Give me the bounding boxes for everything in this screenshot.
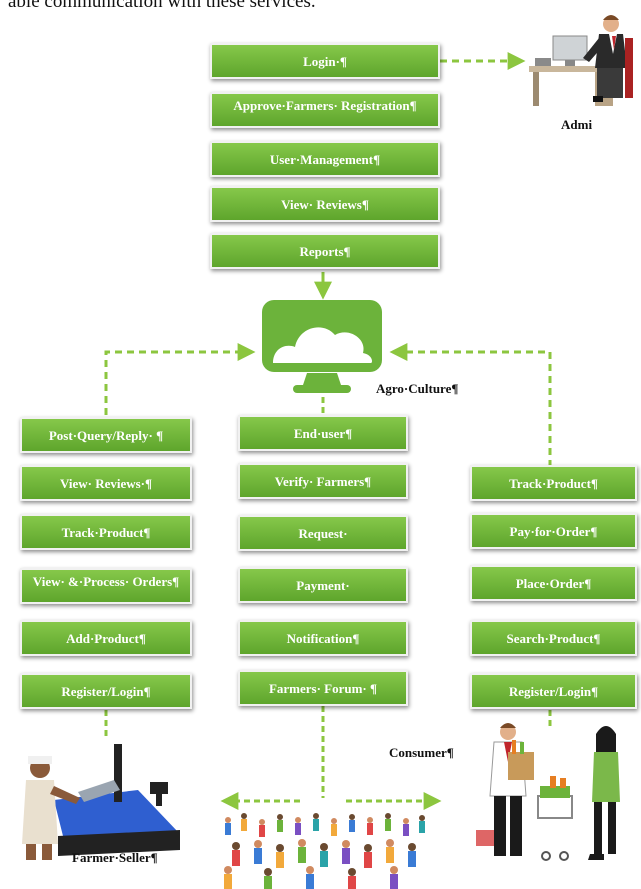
consumer-label: Consumer¶ — [389, 745, 454, 760]
farmer-tractor-illustration — [22, 744, 180, 860]
admin-view-reviews-box: View· Reviews¶ — [210, 186, 440, 222]
center-request-box: Request· — [238, 515, 408, 551]
admin-desk-illustration — [529, 15, 633, 106]
center-farmers-forum-box: Farmers· Forum· ¶ — [238, 670, 408, 706]
admin-user-management-box: User·Management¶ — [210, 141, 440, 177]
consumer-register-login-box: Register/Login¶ — [470, 673, 637, 709]
consumer-to-cloud-connector — [389, 343, 552, 467]
farmer-view-process-orders-box: View· &·Process· Orders¶ — [20, 568, 192, 604]
intro-text: able communication with these services. — [8, 0, 316, 12]
farmer-to-cloud-connector — [104, 343, 256, 415]
consumer-track-product-box: Track·Product¶ — [470, 465, 637, 501]
admin-login-box: Login·¶ — [210, 43, 440, 79]
center-payment-box: Payment· — [238, 567, 408, 603]
farmer-add-product-box: Add·Product¶ — [20, 620, 192, 656]
farmer-track-product-box: Track·Product¶ — [20, 514, 192, 550]
center-verify-farmers-box: Verify· Farmers¶ — [238, 463, 408, 499]
center-end-user-box: End·user¶ — [238, 415, 408, 451]
farmer-register-login-box: Register/Login¶ — [20, 673, 192, 709]
consumer-search-product-box: Search·Product¶ — [470, 620, 637, 656]
crowd-illustration — [224, 813, 425, 889]
admin-approve-farmers-box: Approve·Farmers· Registration¶ — [210, 92, 440, 128]
cloud-monitor-icon — [262, 300, 382, 393]
farmer-post-query-box: Post·Query/Reply· ¶ — [20, 417, 192, 453]
admin-label: Admi — [561, 117, 593, 132]
agro-culture-label: Agro·Culture¶ — [376, 381, 459, 396]
center-notification-box: Notification¶ — [238, 620, 408, 656]
consumer-place-order-box: Place·Order¶ — [470, 565, 637, 601]
consumer-shopping-illustration — [476, 723, 620, 861]
farmer-view-reviews-box: View· Reviews·¶ — [20, 465, 192, 501]
farmer-seller-label: Farmer·Seller¶ — [72, 850, 158, 865]
admin-reports-box: Reports¶ — [210, 233, 440, 269]
consumer-pay-for-order-box: Pay·for·Order¶ — [470, 513, 637, 549]
